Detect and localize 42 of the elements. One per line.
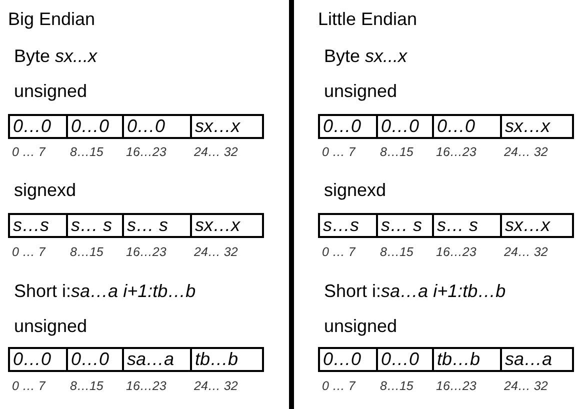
bit-range-label: 0 … 7 xyxy=(12,378,46,395)
bit-range-label: 16…23 xyxy=(436,144,476,161)
bit-range-label: 8…15 xyxy=(70,144,104,161)
row-label: unsigned xyxy=(14,315,88,338)
section-heading: Big Endian xyxy=(8,8,96,31)
bit-range-label: 24… 32 xyxy=(194,144,238,161)
byte-cell: sx…x xyxy=(190,114,264,139)
bit-range-label: 0 … 7 xyxy=(322,378,356,395)
row-label: signexd xyxy=(14,179,76,202)
bit-range-label: 8…15 xyxy=(70,378,104,395)
bit-range-label: 24… 32 xyxy=(194,378,238,395)
byte-cell: sa…a xyxy=(500,347,574,372)
bit-range-label: 8…15 xyxy=(380,144,414,161)
bit-range-label: 24… 32 xyxy=(194,244,238,261)
bit-range-label: 0 … 7 xyxy=(12,144,46,161)
row-label: unsigned xyxy=(324,315,398,338)
byte-cell: sx…x xyxy=(190,213,264,238)
bit-range-label: 0 … 7 xyxy=(322,144,356,161)
row-label: signexd xyxy=(324,179,386,202)
bit-range-label: 24… 32 xyxy=(504,244,548,261)
bit-range-label: 0 … 7 xyxy=(12,244,46,261)
bit-range-label: 8…15 xyxy=(380,244,414,261)
bit-range-label: 24… 32 xyxy=(504,378,548,395)
section-heading: Little Endian xyxy=(318,8,418,31)
bit-range-label: 8…15 xyxy=(380,378,414,395)
byte-cell: sx…x xyxy=(500,213,574,238)
byte-cell: sx…x xyxy=(500,114,574,139)
bit-range-label: 16…23 xyxy=(126,244,166,261)
row-label: Short i:sa…a i+1:tb…b xyxy=(324,280,506,303)
row-label: Byte sx...x xyxy=(324,45,408,68)
bit-range-label: 24… 32 xyxy=(504,144,548,161)
bit-range-label: 16…23 xyxy=(126,378,166,395)
bit-range-label: 16…23 xyxy=(126,144,166,161)
row-label: unsigned xyxy=(324,80,398,103)
row-label: Short i:sa…a i+1:tb…b xyxy=(14,280,196,303)
bit-range-label: 0 … 7 xyxy=(322,244,356,261)
bit-range-label: 16…23 xyxy=(436,378,476,395)
row-label: Byte sx...x xyxy=(14,45,98,68)
row-label: unsigned xyxy=(14,80,88,103)
byte-cell: tb…b xyxy=(190,347,264,372)
bit-range-label: 8…15 xyxy=(70,244,104,261)
bit-range-label: 16…23 xyxy=(436,244,476,261)
